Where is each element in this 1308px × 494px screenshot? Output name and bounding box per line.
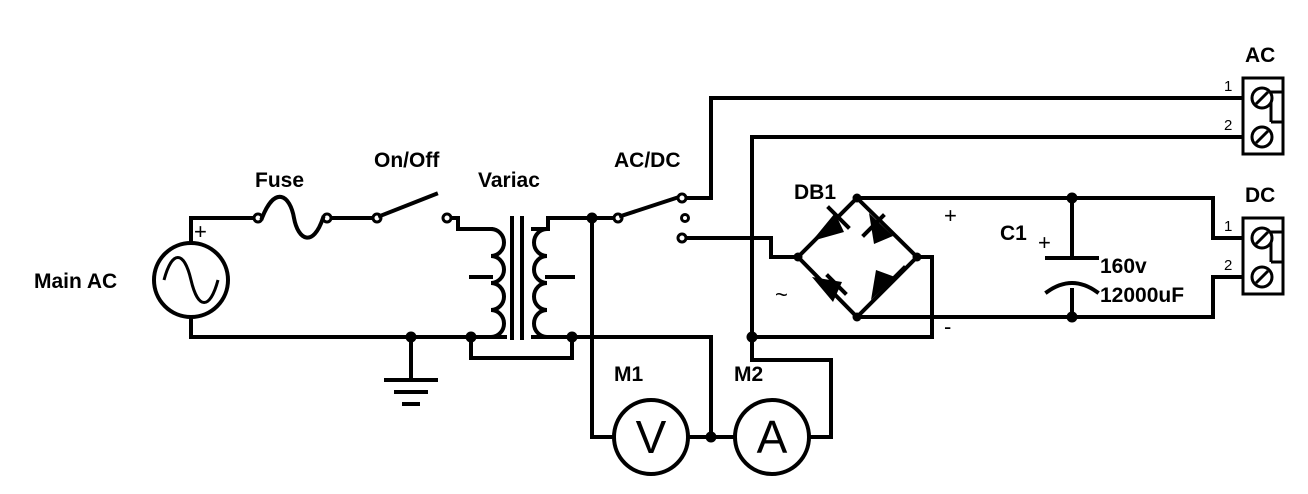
ac-source: + Main AC bbox=[34, 219, 230, 319]
ammeter-symbol: A bbox=[757, 411, 788, 463]
on-off-label: On/Off bbox=[374, 149, 440, 172]
ac-output-label: AC bbox=[1245, 44, 1275, 67]
dc-output-terminal-block: DC 1 2 bbox=[1224, 184, 1285, 296]
bridge-ac-sign: ~ bbox=[775, 282, 788, 307]
m1-label: M1 bbox=[614, 363, 643, 386]
ac-pin-2: 2 bbox=[1224, 117, 1232, 134]
variac-label: Variac bbox=[478, 169, 540, 192]
c1-label: C1 bbox=[1000, 222, 1027, 245]
bridge-plus-sign: + bbox=[944, 203, 957, 228]
source-plus-sign: + bbox=[194, 219, 207, 244]
voltmeter-symbol: V bbox=[636, 411, 667, 463]
on-off-switch: On/Off bbox=[371, 149, 453, 224]
ground-symbol bbox=[384, 378, 438, 406]
ac-output-terminal-block: AC 1 2 bbox=[1224, 44, 1285, 156]
fuse: Fuse bbox=[252, 169, 333, 240]
wires bbox=[189, 96, 1247, 439]
ac-dc-label: AC/DC bbox=[614, 149, 681, 172]
m2-label: M2 bbox=[734, 363, 763, 386]
ac-dc-selector-switch: AC/DC bbox=[612, 149, 690, 244]
ammeter-m2: A M2 bbox=[733, 363, 811, 476]
capacitor-c1: C1 + 160v 12000uF bbox=[1000, 222, 1184, 307]
fuse-label: Fuse bbox=[255, 169, 304, 192]
capacitor-voltage-label: 160v bbox=[1100, 255, 1147, 278]
capacitor-plus-sign: + bbox=[1038, 230, 1051, 255]
dc-pin-2: 2 bbox=[1224, 257, 1232, 274]
voltmeter-m1: V M1 bbox=[612, 363, 690, 476]
capacitor-value-label: 12000uF bbox=[1100, 284, 1184, 307]
bridge-minus-sign: - bbox=[944, 314, 951, 339]
dc-output-label: DC bbox=[1245, 184, 1275, 207]
ac-pin-1: 1 bbox=[1224, 78, 1232, 95]
main-ac-label: Main AC bbox=[34, 270, 117, 293]
dc-pin-1: 1 bbox=[1224, 218, 1232, 235]
db1-label: DB1 bbox=[794, 181, 836, 204]
junction-dots bbox=[405, 192, 1078, 443]
variac-transformer: Variac bbox=[469, 169, 575, 340]
